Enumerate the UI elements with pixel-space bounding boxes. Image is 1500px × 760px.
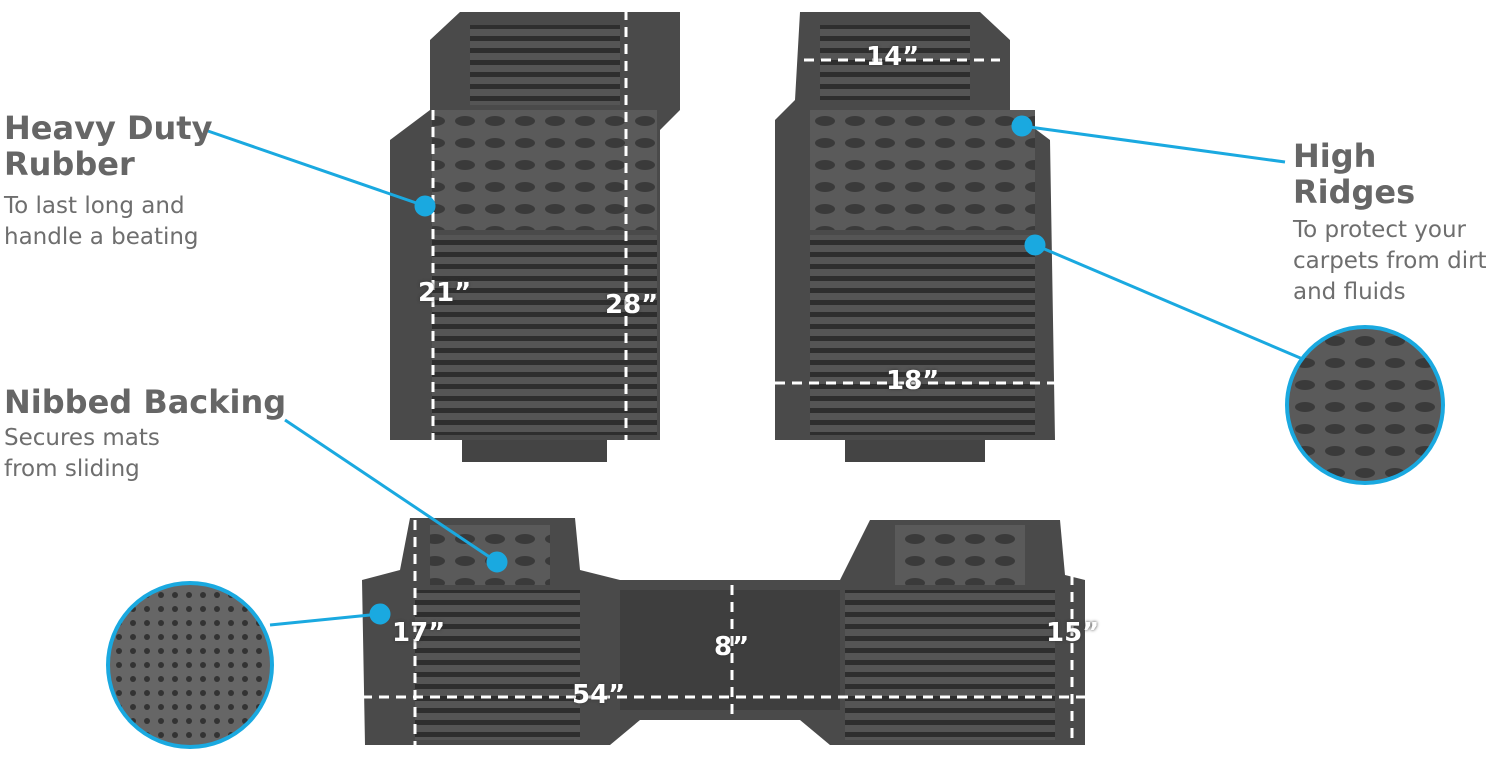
high-ridges-title: High Ridges — [1293, 137, 1416, 211]
nibbed-backing-title: Nibbed Backing — [4, 383, 287, 421]
high-ridges-desc-2: carpets from dirt — [1293, 248, 1487, 274]
nibbed-backing-desc: Secures mats — [4, 425, 160, 451]
dimension-rear-right-height: 15” — [1046, 618, 1100, 648]
heavy-duty-title-2: Rubber — [4, 145, 135, 183]
nibbed-backing-desc-2: from sliding — [4, 456, 140, 482]
rear-mat — [362, 518, 1085, 745]
heavy-duty-callout: Heavy Duty Rubber To last long and handl… — [4, 110, 212, 252]
dimension-front-right-bottom: 18” — [886, 366, 940, 396]
dimension-rear-width: 54” — [572, 680, 626, 710]
dimension-front-right-top: 14” — [866, 42, 920, 72]
dimension-rear-center-height: 8” — [714, 632, 750, 662]
high-ridges-callout: High Ridges To protect your carpets from… — [1293, 138, 1500, 307]
front-left-mat — [390, 12, 680, 462]
heavy-duty-title: Heavy Duty — [4, 109, 213, 147]
heavy-duty-desc-2: handle a beating — [4, 224, 199, 250]
dimension-front-left-width: 21” — [418, 278, 472, 308]
dimension-front-left-length: 28” — [605, 290, 659, 320]
nibbed-backing-zoom-circle — [106, 581, 274, 749]
dimension-rear-left-height: 17” — [392, 618, 446, 648]
callout-lines — [204, 115, 1306, 627]
ridges-zoom-circle — [1285, 325, 1445, 485]
dimension-lines — [362, 10, 1085, 745]
heavy-duty-desc: To last long and — [4, 193, 185, 219]
front-right-mat — [775, 12, 1055, 462]
nibbed-backing-callout: Nibbed Backing Secures mats from sliding — [4, 384, 286, 484]
high-ridges-desc: To protect your — [1293, 217, 1467, 243]
high-ridges-desc-3: and fluids — [1293, 279, 1406, 305]
